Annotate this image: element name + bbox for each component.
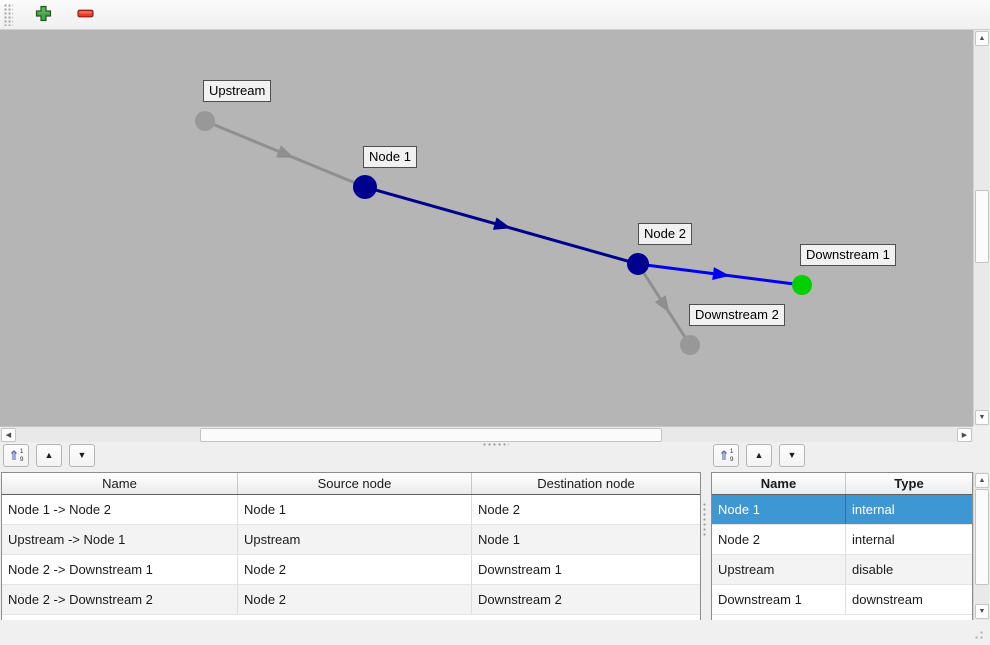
move-down-button[interactable]: ▼ (779, 444, 805, 467)
move-up-button[interactable]: ▲ (36, 444, 62, 467)
table-row[interactable]: Node 1 -> Node 2 Node 1 Node 2 (2, 495, 700, 525)
canvas-horizontal-scrollbar[interactable]: ◀ ▶ (0, 426, 973, 442)
arrow-up-icon: ▲ (978, 35, 986, 42)
add-node-button[interactable] (31, 3, 55, 27)
table-row[interactable]: Node 1 internal (712, 495, 972, 525)
status-strip (0, 620, 990, 645)
main-toolbar (0, 0, 990, 30)
edge-table-header: Name Source node Destination node (2, 473, 700, 495)
window-resize-grip[interactable] (970, 626, 985, 641)
graph-node-node2[interactable] (627, 253, 649, 275)
node-label-node2[interactable]: Node 2 (638, 223, 692, 245)
edge-arrow-icon (276, 145, 295, 158)
vertical-scroll-thumb[interactable] (975, 489, 989, 585)
triangle-down-icon: ▼ (787, 450, 797, 460)
scroll-up-button[interactable]: ▲ (975, 473, 989, 488)
edge-arrow-icon (492, 217, 512, 230)
graph-node-downstream1[interactable] (792, 275, 812, 295)
table-row[interactable]: Node 2 -> Downstream 1 Node 2 Downstream… (2, 555, 700, 585)
table-row[interactable]: Upstream disable (712, 555, 972, 585)
table-row[interactable]: Node 2 internal (712, 525, 972, 555)
column-header-type[interactable]: Type (894, 476, 924, 491)
node-table: Name Type Node 1 internal Node 2 interna… (711, 472, 973, 620)
triangle-down-icon: ▼ (77, 450, 87, 460)
node-label-node1[interactable]: Node 1 (363, 146, 417, 168)
edge-arrow-icon (712, 267, 730, 281)
node-label-downstream2[interactable]: Downstream 2 (689, 304, 785, 326)
column-header-name[interactable]: Name (712, 473, 846, 494)
edge-arrow-icon (654, 295, 670, 313)
table-row[interactable]: Downstream 1 downstream (712, 585, 972, 615)
table-filler (2, 615, 700, 620)
green-plus-icon (35, 5, 52, 25)
column-header-name[interactable]: Name (2, 473, 238, 494)
node-table-scrollbar[interactable]: ▲ ▼ (973, 472, 989, 620)
horizontal-scroll-thumb[interactable] (200, 428, 662, 442)
graph-node-upstream[interactable] (195, 111, 215, 131)
arrow-down-icon: ▼ (978, 414, 986, 421)
table-row[interactable]: Upstream -> Node 1 Upstream Node 1 (2, 525, 700, 555)
column-header-destination-node[interactable]: Destination node (537, 476, 635, 491)
node-label-downstream1[interactable]: Downstream 1 (800, 244, 896, 266)
node-label-upstream[interactable]: Upstream (203, 80, 272, 102)
remove-node-button[interactable] (73, 3, 97, 27)
scroll-down-button[interactable]: ▼ (975, 410, 989, 425)
canvas-vertical-scrollbar[interactable]: ▲ ▼ (973, 30, 989, 426)
arrow-down-icon: ▼ (978, 608, 986, 615)
node-table-header: Name Type (712, 473, 972, 495)
table-row[interactable]: Node 2 -> Downstream 2 Node 2 Downstream… (2, 585, 700, 615)
red-minus-icon (76, 5, 94, 25)
move-up-button[interactable]: ▲ (746, 444, 772, 467)
pane-splitter-handle[interactable] (483, 443, 509, 448)
move-down-button[interactable]: ▼ (69, 444, 95, 467)
triangle-up-icon: ▲ (44, 450, 54, 460)
scroll-up-button[interactable]: ▲ (975, 31, 989, 46)
arrow-right-icon: ▶ (961, 431, 968, 439)
scroll-right-button[interactable]: ▶ (957, 428, 972, 442)
table-splitter-handle[interactable] (703, 503, 708, 537)
toolbar-grip-handle[interactable] (4, 3, 13, 26)
triangle-up-icon: ▲ (754, 450, 764, 460)
graph-node-downstream2[interactable] (680, 335, 700, 355)
scroll-down-button[interactable]: ▼ (975, 604, 989, 619)
column-header-source-node[interactable]: Source node (238, 473, 472, 494)
vertical-scroll-thumb[interactable] (975, 190, 989, 263)
arrow-left-icon: ◀ (5, 431, 12, 439)
edge-table: Name Source node Destination node Node 1… (1, 472, 701, 620)
graph-svg (195, 111, 812, 355)
table-filler (712, 615, 972, 620)
arrow-up-icon: ▲ (978, 477, 986, 484)
graph-node-node1[interactable] (353, 175, 377, 199)
scroll-left-button[interactable]: ◀ (1, 428, 16, 442)
